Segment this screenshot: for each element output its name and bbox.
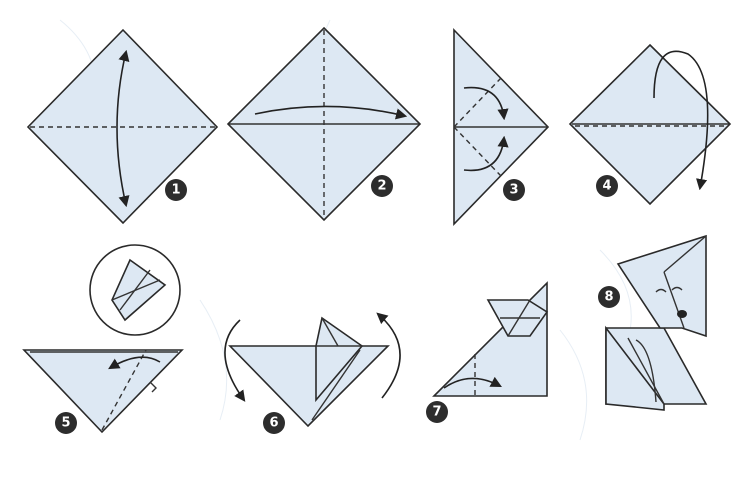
step-number: 1 — [171, 183, 180, 198]
step-number: 2 — [377, 179, 386, 194]
step-badge — [165, 179, 187, 201]
step-badge — [426, 401, 448, 423]
fox-eye-right — [671, 286, 683, 291]
fold-arrow-upper — [463, 86, 509, 121]
fold-line-lower — [453, 126, 502, 177]
turn-arrow-right — [376, 312, 401, 399]
step-badge — [598, 286, 620, 308]
step-4: 4 — [568, 43, 732, 206]
crease-line — [311, 349, 361, 421]
paper-triangle — [228, 345, 390, 428]
detail-crease — [119, 269, 151, 311]
step-number: 5 — [61, 416, 70, 431]
head-crease — [663, 235, 707, 273]
fold-arrow — [653, 50, 709, 191]
crease-mark — [149, 381, 157, 393]
turn-arrow-left — [224, 319, 246, 402]
step-badge — [596, 175, 618, 197]
fold-arrow — [443, 376, 502, 389]
fox-nose — [677, 310, 687, 318]
step-number: 6 — [269, 416, 278, 431]
step-number: 3 — [509, 183, 518, 198]
fox-tail — [605, 325, 665, 411]
step-badge — [263, 412, 285, 434]
step-badge — [55, 412, 77, 434]
detail-flap — [111, 258, 167, 322]
fold-arrow — [108, 356, 161, 370]
step-badge — [371, 175, 393, 197]
step-5: 5 — [22, 244, 184, 434]
step-2: 2 — [226, 26, 422, 222]
step-badge — [503, 179, 525, 201]
step-6: 6 — [224, 312, 401, 434]
step-7: 7 — [426, 281, 549, 423]
fox-eye-left — [655, 288, 667, 293]
step-number: 4 — [602, 179, 611, 194]
head-crease — [663, 271, 685, 329]
fold-arrow-lower — [463, 135, 509, 172]
body-crease — [635, 339, 657, 403]
fold-arrow — [116, 49, 130, 208]
detail-crease — [111, 279, 161, 301]
step-number: 7 — [432, 405, 441, 420]
step-8: 8 — [598, 234, 708, 411]
crease-line — [321, 317, 339, 347]
step-1: 1 — [26, 28, 219, 225]
step-number: 8 — [604, 290, 613, 305]
body-crease — [627, 337, 665, 405]
step-3: 3 — [453, 28, 550, 226]
fold-arrow — [254, 105, 408, 120]
folded-flap — [315, 316, 364, 403]
fold-line — [101, 349, 147, 431]
fold-line-upper — [453, 77, 502, 128]
paper-triangle — [22, 349, 184, 434]
